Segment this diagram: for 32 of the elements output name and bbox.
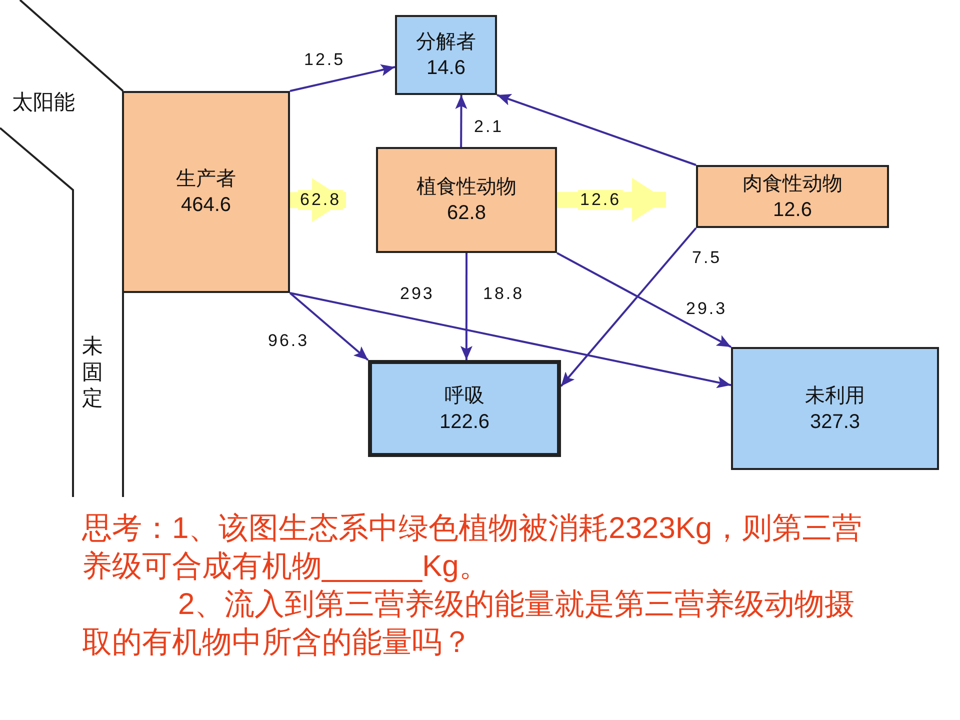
arrow [460,253,472,360]
question-text: 2、流入到第三营养级的能量就是第三营养级动物摄取的有机物中所含的能量吗？ [82,587,856,661]
energy-box [368,360,561,457]
side-label: 太阳能 [12,90,75,116]
arrow [556,252,732,348]
arrow [289,292,369,361]
energy-value: 12.6 [773,198,812,222]
energy-box [696,165,889,228]
arrow [496,94,696,166]
edge-label: 12.6 [578,190,624,210]
box-title: 分解者 [416,30,476,55]
edge-label: 62.8 [298,190,344,210]
box-title: 未利用 [805,384,865,408]
box-title: 生产者 [176,167,236,192]
box-title: 肉食性动物 [742,172,842,196]
arrow [290,64,396,92]
box-title: 呼吸 [444,384,484,408]
energy-box [122,91,290,293]
energy-value: 327.3 [810,410,860,434]
energy-box [376,147,557,253]
box-title: 植食性动物 [416,175,516,200]
energy-value: 122.6 [439,410,490,434]
arrow [560,227,697,387]
question-text: 思考：1、该图生态系中绿色植物被消耗2323Kg，则第三营养级可合成有机物______Kg。 [82,511,864,585]
side-label: 未固定 [82,334,104,412]
energy-value: 62.8 [447,201,486,226]
arrow [455,95,468,147]
energy-box [395,15,497,95]
energy-value: 464.6 [180,193,232,218]
arrow [290,292,732,388]
energy-value: 14.6 [426,56,466,81]
energy-box [731,347,939,470]
